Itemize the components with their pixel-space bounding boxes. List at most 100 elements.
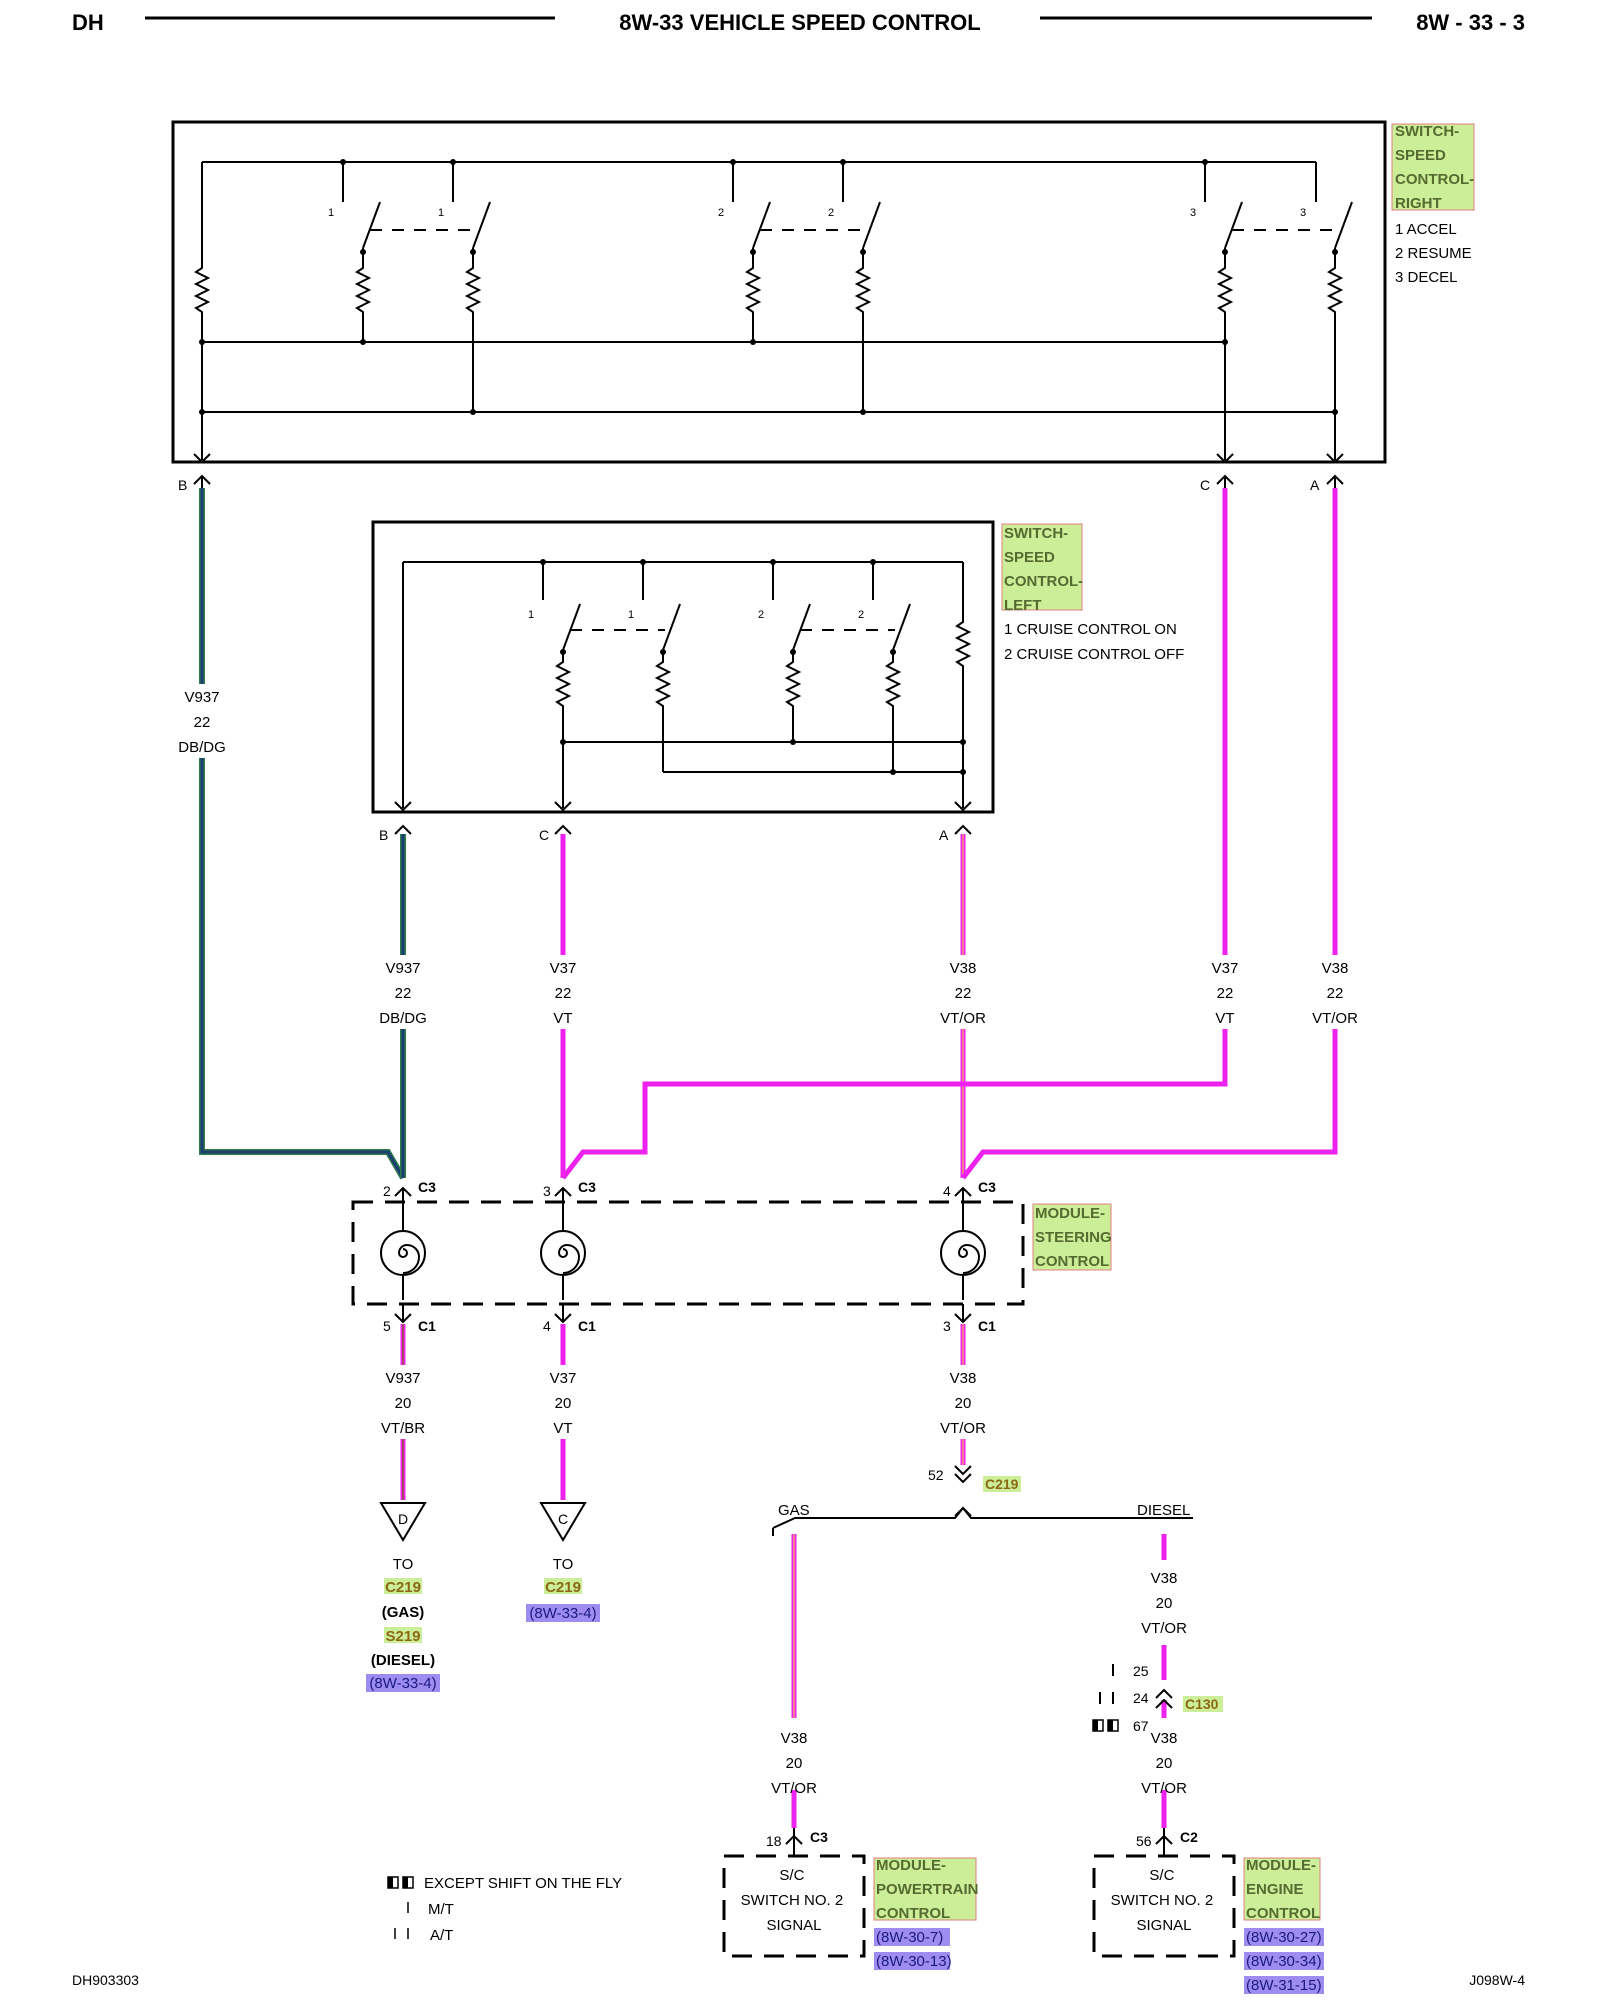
svg-text:SWITCH- SPEED CONT: SWITCH- SPEED CONTROL- RIGHT — [1395, 123, 1478, 212]
clockspring-icon — [540, 1205, 586, 1300]
c130-label: C130 — [1185, 1696, 1219, 1712]
c130-connector — [1099, 1664, 1173, 1709]
reference-link-8w-30-7[interactable]: (8W-30-7) — [876, 1929, 943, 1946]
svg-text:1: 1 — [528, 609, 534, 621]
svg-text:1 ACCEL 2 RESUME 3: 1 ACCEL 2 RESUME 3 DECEL — [1395, 221, 1476, 286]
svg-text:C: C — [558, 1511, 568, 1527]
clockspring-icon — [380, 1205, 426, 1300]
wire-label-backgrounds — [170, 684, 1367, 1029]
pin-c3-3: 3 — [543, 1183, 551, 1199]
switch-speed-control-right — [171, 120, 1387, 464]
page-number: 8W - 33 - 3 — [1416, 10, 1525, 35]
pin-pcm-18: 18 — [766, 1833, 782, 1849]
branch-gas: GAS — [778, 1502, 810, 1519]
switch-left-connectors — [394, 801, 972, 835]
reference-link-8w-30-34[interactable]: (8W-30-34) — [1246, 1953, 1322, 1970]
reference-link-8w-30-13[interactable]: (8W-30-13) — [876, 1953, 952, 1970]
branch-diesel: DIESEL — [1137, 1502, 1190, 1519]
reference-link-8w-30-27[interactable]: (8W-30-27) — [1246, 1929, 1322, 1946]
pin-ecm-56: 56 — [1136, 1833, 1152, 1849]
page-title: 8W-33 VEHICLE SPEED CONTROL — [619, 10, 980, 35]
c1-label-1: C1 — [418, 1318, 436, 1334]
svg-text:3: 3 — [1300, 207, 1306, 219]
pin-c3-2: 2 — [383, 1183, 391, 1199]
pin-c130-67: 67 — [1133, 1718, 1149, 1734]
svg-text:2: 2 — [858, 609, 864, 621]
pin-right-a: A — [1310, 477, 1320, 493]
svg-text:2: 2 — [718, 207, 724, 219]
c219-label: C219 — [985, 1476, 1019, 1492]
switch-right-junction-dots — [199, 159, 1338, 415]
svg-text:1 CRUISE CONTROL ON 2 CR: 1 CRUISE CONTROL ON 2 CRUISE CONTROL OFF — [1004, 621, 1184, 663]
legend-except-shift: EXCEPT SHIFT ON THE FLY — [424, 1875, 622, 1892]
switch-right-contact-numbers: 1 1 2 2 3 3 — [328, 207, 1306, 219]
pin-c130-24: 24 — [1133, 1690, 1149, 1706]
footer-right: J098W-4 — [1469, 1972, 1525, 1988]
svg-text:3: 3 — [1190, 207, 1196, 219]
switch-right-label: SWITCH- SPEED CONTROL- RIGHT 1 ACCEL 2 R… — [1391, 123, 1478, 286]
c3-label-1: C3 — [418, 1179, 436, 1195]
pin-c1-5: 5 — [383, 1318, 391, 1334]
pin-c1-3: 3 — [943, 1318, 951, 1334]
c1-connectors — [394, 1304, 972, 1324]
svg-text:S219: S219 — [385, 1628, 420, 1645]
svg-text:C219: C219 — [385, 1579, 421, 1596]
pin-c219-52: 52 — [928, 1467, 944, 1483]
gas-diesel-split — [772, 1506, 1193, 1536]
reference-link-8w-33-4[interactable]: (8W-33-4) — [369, 1675, 436, 1692]
svg-text:1: 1 — [628, 609, 634, 621]
svg-text:C219: C219 — [545, 1579, 581, 1596]
reference-link-8w-33-4[interactable]: (8W-33-4) — [529, 1605, 596, 1622]
ecm-connector-label: C2 — [1180, 1829, 1198, 1845]
module-powertrain-control: 18 C3 S/C SWITCH NO. 2 SIGNAL MODULE- PO… — [722, 1828, 983, 1970]
svg-text:SWITCH- SPEED CONT: SWITCH- SPEED CONTROL- LEFT — [1004, 525, 1087, 614]
svg-text:1: 1 — [328, 207, 334, 219]
offpage-connector-c: C TO C219 (8W-33-4) — [526, 1502, 600, 1622]
switch-left-junction-dots — [540, 559, 966, 775]
svg-text:(GAS): (GAS) — [382, 1604, 425, 1621]
module-steering-control: MODULE- STEERING CONTROL — [351, 1200, 1116, 1306]
svg-text:2: 2 — [758, 609, 764, 621]
pin-left-b: B — [379, 827, 388, 843]
clockspring-icon — [940, 1205, 986, 1300]
pin-c3-4: 4 — [943, 1183, 951, 1199]
switch-left-contact-numbers: 1 1 2 2 — [528, 609, 864, 621]
svg-text:MODULE- POWERTRAIN: MODULE- POWERTRAIN CONTROL — [876, 1857, 983, 1922]
module-engine-control: 56 C2 S/C SWITCH NO. 2 SIGNAL MODULE- EN… — [1092, 1828, 1324, 1994]
svg-text:MODULE- ENGINE CON: MODULE- ENGINE CONTROL — [1246, 1857, 1320, 1922]
svg-text:2: 2 — [828, 207, 834, 219]
svg-text:TO: TO — [553, 1556, 574, 1573]
options-legend: EXCEPT SHIFT ON THE FLY M/T A/T — [387, 1875, 622, 1944]
shift-on-fly-legend-icon — [1092, 1719, 1119, 1732]
header-left: DH — [72, 10, 104, 35]
pin-left-a: A — [939, 827, 949, 843]
svg-text:1: 1 — [438, 207, 444, 219]
wire-v37-right — [561, 488, 1228, 1180]
footer-left: DH903303 — [72, 1972, 139, 1988]
svg-text:MODULE- STEERING C: MODULE- STEERING CONTROL — [1035, 1205, 1116, 1270]
wire-v38-right — [961, 488, 1338, 1180]
switch-right-connectors — [193, 453, 1344, 488]
reference-link-8w-31-15[interactable]: (8W-31-15) — [1246, 1977, 1322, 1994]
pcm-connector-label: C3 — [810, 1829, 828, 1845]
offpage-connector-d: D TO C219 (GAS) S219 (DIESEL) (8W-33-4) — [366, 1502, 440, 1692]
svg-text:S/C SWITCH NO. 2 S: S/C SWITCH NO. 2 SIGNAL — [1111, 1867, 1218, 1934]
pin-left-c: C — [539, 827, 549, 843]
c3-label-3: C3 — [978, 1179, 996, 1195]
c1-label-2: C1 — [578, 1318, 596, 1334]
pin-right-c: C — [1200, 477, 1210, 493]
svg-text:TO: TO — [393, 1556, 414, 1573]
legend-mt: M/T — [428, 1901, 454, 1918]
c3-label-2: C3 — [578, 1179, 596, 1195]
pin-c130-25: 25 — [1133, 1663, 1149, 1679]
